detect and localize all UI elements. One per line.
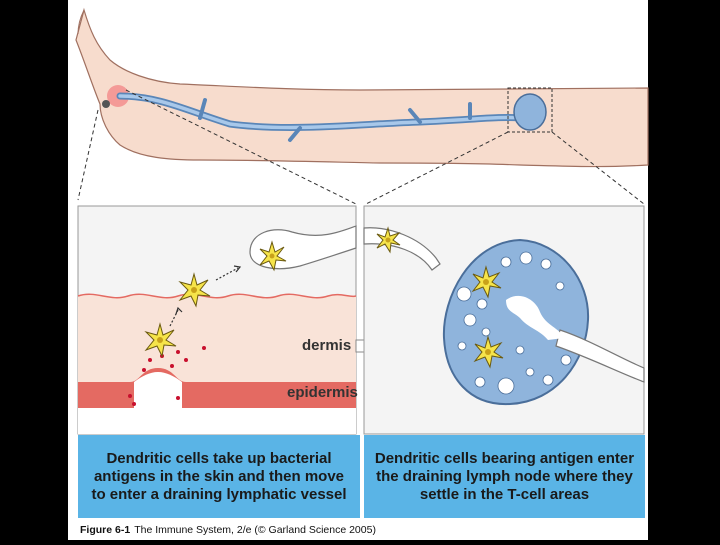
figure-number: Figure 6-1 [80,524,131,536]
efferent-lymphatic [555,329,645,383]
node-callout-box [507,87,553,133]
lymph-node-panel [363,205,645,435]
projection-lines [77,89,645,205]
dendritic-cell-1 [144,322,177,358]
figure-source: The Immune System, 2/e (© Garland Scienc… [134,524,376,536]
follicles [456,251,572,395]
caption-lymph-node: Dendritic cells bearing antigen enter th… [364,435,645,518]
dendritic-cell-4 [376,226,401,254]
wound-marker [102,100,110,108]
dendritic-cell-3 [259,240,287,272]
dendritic-cell-2 [178,272,211,308]
movement-arrows [169,265,242,327]
epidermis-label: epidermis [287,384,358,401]
dendritic-cell-6 [473,335,504,369]
dermis-layer [78,294,356,382]
dermis-label: dermis [302,337,352,354]
lymph-node-small [513,93,547,131]
figure-credit: Figure 6-1 The Immune System, 2/e (© Gar… [78,520,645,540]
caption-skin-text: Dendritic cells take up bacterial antige… [91,449,347,503]
caption-lymph-node-text: Dendritic cells bearing antigen enter th… [374,449,635,503]
caption-skin: Dendritic cells take up bacterial antige… [78,435,360,518]
leg-illustration [75,7,649,168]
dendritic-cell-5 [471,265,502,299]
skin-panel [77,205,357,435]
